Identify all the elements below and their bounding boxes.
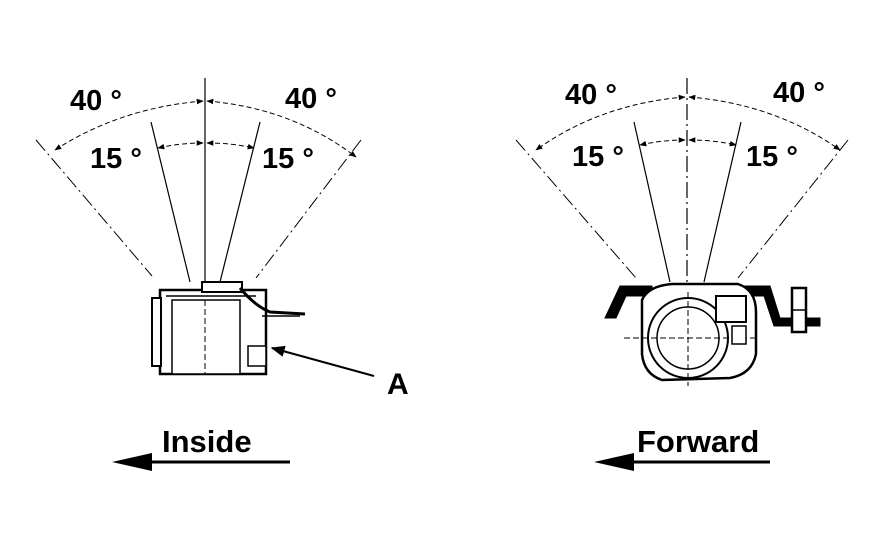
right-sensor-connector-pin — [731, 325, 747, 345]
right-15-line-right — [703, 121, 742, 283]
left-40-line-right — [255, 139, 362, 279]
left-label-15-right: 15 ° — [262, 143, 314, 175]
left-label-15-left: 15 ° — [90, 143, 142, 175]
right-40-line-left — [515, 139, 637, 279]
left-sensor-front-panel — [171, 299, 241, 375]
right-arc-40-left — [535, 94, 686, 151]
left-15-line-right — [219, 121, 261, 283]
callout-a-leader — [270, 345, 375, 377]
forward-arrow-icon — [594, 453, 634, 471]
right-40-line-right — [737, 139, 849, 279]
left-arc-40-left — [54, 98, 204, 151]
left-sensor-body — [151, 281, 306, 376]
right-angle-arcs — [535, 94, 841, 151]
left-view: 40 ° 40 ° 15 ° 15 ° A Inside — [35, 78, 409, 471]
right-sensor-body — [604, 282, 821, 386]
inside-arrow-icon — [112, 453, 152, 471]
right-label-15-right: 15 ° — [746, 141, 798, 173]
left-sensor-side-tab — [151, 297, 162, 367]
forward-label: Forward — [637, 424, 759, 459]
right-arc-15-right — [688, 137, 737, 147]
left-arc-15-left — [157, 140, 204, 150]
right-label-15-left: 15 ° — [572, 141, 624, 173]
right-label-40-right: 40 ° — [773, 77, 825, 109]
left-label-40-right: 40 ° — [285, 83, 337, 115]
left-label-40-left: 40 ° — [70, 85, 122, 117]
callout-a-label: A — [387, 368, 409, 401]
left-sensor-cable — [238, 287, 306, 316]
left-arc-15-right — [206, 140, 255, 150]
right-arc-15-left — [639, 137, 686, 147]
right-arc-40-right — [688, 94, 841, 151]
right-label-40-left: 40 ° — [565, 79, 617, 111]
right-view: 40 ° 40 ° 15 ° 15 ° Forward — [515, 77, 849, 471]
left-sensor-corner — [247, 345, 267, 367]
right-15-line-left — [633, 121, 671, 283]
right-sensor-connector — [715, 295, 747, 323]
left-arc-40-right — [206, 98, 357, 158]
left-40-line-left — [35, 139, 153, 277]
inside-label: Inside — [162, 424, 252, 459]
left-angle-arcs — [54, 98, 357, 158]
left-sensor-top-cap — [201, 281, 243, 293]
